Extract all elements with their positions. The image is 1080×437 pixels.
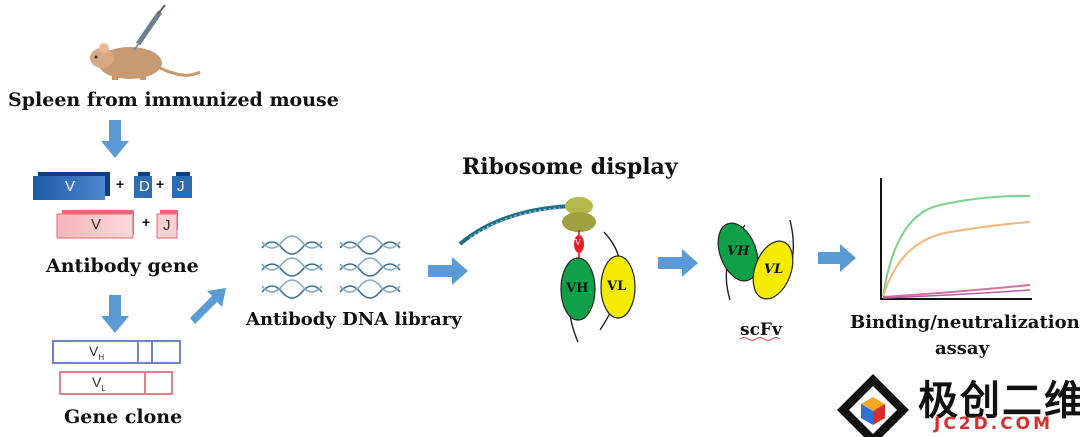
curve-orange bbox=[882, 221, 1031, 298]
scfv-vh-label: VH bbox=[727, 244, 750, 259]
arrow-right-2 bbox=[658, 249, 698, 277]
curve-pink bbox=[882, 284, 1031, 298]
ribosome-icon bbox=[562, 197, 596, 232]
antibody-gene-label: Antibody gene bbox=[46, 255, 199, 277]
clone-vl-letter: VL bbox=[92, 374, 106, 393]
arrow-down-1 bbox=[101, 120, 129, 158]
clone-vl-sub: L bbox=[101, 383, 106, 393]
watermark-cn-text: 极创二维 bbox=[918, 378, 1080, 424]
clone-vh-sub: H bbox=[98, 352, 105, 362]
watermark-en-text: JC2D.COM bbox=[934, 414, 1054, 434]
dna-helix-group bbox=[261, 235, 401, 299]
arrow-diagonal bbox=[190, 288, 226, 324]
light-v-letter: V bbox=[91, 216, 102, 233]
heavy-v-letter: V bbox=[65, 178, 76, 195]
heavy-chain-segments bbox=[33, 172, 192, 200]
curve-purple bbox=[882, 289, 1031, 299]
mouse-icon bbox=[90, 43, 201, 80]
curve-green bbox=[882, 194, 1031, 298]
gene-clone-vh-box bbox=[52, 340, 181, 364]
watermark-logo bbox=[837, 374, 909, 437]
arrow-right-1 bbox=[428, 257, 468, 285]
spleen-label: Spleen from immunized mouse bbox=[8, 89, 339, 111]
binding-assay-label-line1: Binding/neutralization bbox=[850, 312, 1080, 333]
ribosome-vl-label: VL bbox=[607, 279, 627, 294]
clone-vh-main: V bbox=[89, 343, 99, 359]
linker-label: V bbox=[575, 238, 581, 247]
scfv-vl-label: VL bbox=[764, 262, 784, 277]
gene-clone-vl-box bbox=[59, 371, 173, 395]
arrow-down-2 bbox=[101, 295, 129, 333]
plus-sign-1: + bbox=[116, 176, 125, 192]
plus-sign-2: + bbox=[156, 176, 165, 192]
arrow-right-3 bbox=[818, 244, 856, 272]
syringe-icon bbox=[133, 4, 166, 51]
scfv-molecule bbox=[717, 219, 795, 301]
binding-curve-plot bbox=[880, 178, 1032, 300]
heavy-j-letter: J bbox=[177, 178, 185, 195]
ribosome-scfv bbox=[560, 231, 636, 343]
ribosome-display-title: Ribosome display bbox=[462, 154, 678, 180]
linker-icon bbox=[574, 230, 584, 260]
clone-vl-main: V bbox=[92, 374, 102, 390]
mrna-strand bbox=[458, 204, 571, 246]
plus-sign-3: + bbox=[142, 214, 151, 230]
ribosome-vh-label: VH bbox=[566, 281, 589, 296]
heavy-d-letter: D bbox=[139, 178, 150, 195]
clone-vh-letter: VH bbox=[89, 343, 104, 362]
binding-assay-label-line2: assay bbox=[935, 338, 990, 359]
gene-clone-label: Gene clone bbox=[64, 406, 183, 428]
dna-library-label: Antibody DNA library bbox=[246, 309, 462, 330]
scfv-label: scFv bbox=[740, 320, 782, 340]
light-j-letter: J bbox=[163, 217, 171, 234]
light-chain-segments bbox=[56, 210, 178, 239]
spell-check-underline bbox=[739, 337, 781, 341]
